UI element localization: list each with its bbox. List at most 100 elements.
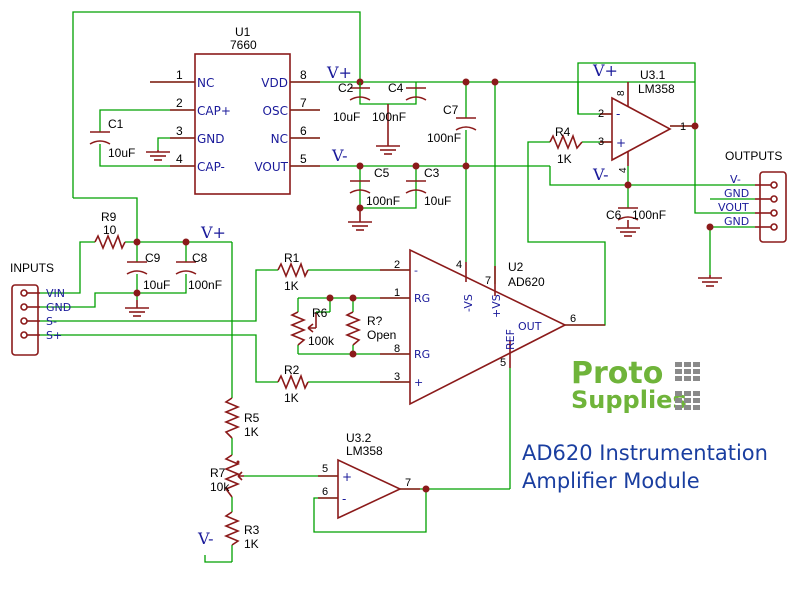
svg-text:Open: Open: [367, 328, 396, 342]
u1-pin5-name: VOUT: [254, 160, 288, 174]
u1-pin3-num: 3: [176, 124, 183, 138]
protosupplies-logo: Proto Supplies: [571, 356, 700, 414]
ground-icon: [698, 275, 722, 287]
svg-text:4: 4: [456, 259, 462, 271]
svg-text:C2: C2: [338, 81, 354, 95]
resistor-r2: R2 1K: [277, 363, 309, 405]
u1-value: 7660: [230, 38, 257, 52]
u1-pin2-name: CAP+: [197, 104, 231, 118]
svg-text:10uF: 10uF: [424, 194, 451, 208]
svg-text:1K: 1K: [284, 279, 299, 293]
ground-icon: [125, 300, 149, 317]
svg-text:10uF: 10uF: [143, 278, 170, 292]
u3-2-ref: U3.2: [346, 431, 372, 445]
svg-text:1: 1: [680, 121, 686, 133]
svg-text:S+: S+: [46, 329, 62, 342]
title-line1: AD620 Instrumentation: [522, 441, 768, 465]
svg-text:+: +: [342, 470, 352, 484]
rail-labels: V+ V+ V+ V- V- V-: [197, 61, 618, 548]
svg-text:100nF: 100nF: [366, 194, 400, 208]
vminus-label-u3: V-: [592, 165, 609, 184]
svg-text:2: 2: [394, 259, 400, 271]
vminus-label-r3: V-: [197, 529, 214, 548]
svg-text:6: 6: [322, 486, 328, 498]
svg-text:3: 3: [394, 371, 400, 383]
svg-text:R6: R6: [312, 306, 328, 320]
u1-pin6-num: 6: [300, 124, 307, 138]
svg-text:100nF: 100nF: [372, 110, 406, 124]
svg-text:4: 4: [618, 167, 629, 173]
svg-text:+: +: [414, 376, 423, 389]
svg-text:-: -: [342, 492, 346, 506]
svg-text:2: 2: [598, 108, 604, 120]
svg-text:+: +: [616, 136, 626, 150]
u1-pin1-name: NC: [197, 76, 214, 90]
u1-pin4-name: CAP-: [197, 160, 225, 174]
svg-text:8: 8: [394, 343, 400, 355]
svg-text:REF: REF: [504, 329, 517, 350]
svg-text:1K: 1K: [244, 537, 259, 551]
junctions: [133, 78, 714, 493]
svg-text:10k: 10k: [210, 480, 230, 494]
svg-text:-VS: -VS: [462, 294, 475, 312]
ground-icon: [376, 104, 400, 155]
svg-text:-: -: [414, 264, 418, 277]
u3-1-opamp: - + 2 3 1 8 4 U3.1 LM358: [598, 68, 695, 173]
u2-value: AD620: [508, 275, 545, 289]
capacitor-c5: C5 100nF: [349, 166, 400, 208]
ground-icon: [616, 220, 640, 237]
svg-text:GND: GND: [46, 301, 71, 314]
capacitor-c1: C1 10uF: [89, 117, 135, 160]
u1-pin8-num: 8: [300, 68, 307, 82]
svg-text:1K: 1K: [284, 391, 299, 405]
resistor-r6: R6 100k: [289, 306, 335, 348]
svg-text:V-: V-: [730, 173, 741, 186]
svg-text:100nF: 100nF: [188, 278, 222, 292]
svg-text:C1: C1: [108, 117, 124, 131]
u1-ref: U1: [235, 25, 251, 39]
inputs-connector: INPUTS VIN GND S- S+: [10, 261, 71, 356]
capacitor-c8: C8 100nF: [175, 251, 222, 292]
logo-line2: Supplies: [571, 386, 687, 414]
u2-amplifier: 2 1 8 3 6 4 7 5 - RG RG + OUT -VS +VS RE…: [380, 248, 605, 406]
u3-2-opamp: + - 5 6 7 U3.2 LM358: [318, 431, 420, 520]
svg-text:S-: S-: [46, 315, 57, 328]
svg-text:VOUT: VOUT: [718, 201, 749, 214]
svg-text:R5: R5: [244, 411, 260, 425]
capacitor-c4: C4 100nF: [372, 81, 427, 124]
svg-text:5: 5: [500, 357, 506, 369]
svg-text:R9: R9: [101, 210, 117, 224]
svg-text:100nF: 100nF: [632, 208, 666, 222]
u1-pin6-name: NC: [271, 132, 288, 146]
u1-pin7-num: 7: [300, 96, 307, 110]
capacitor-c9: C9 10uF: [126, 251, 170, 292]
vplus-label-u1: V+: [326, 63, 352, 82]
svg-text:1: 1: [394, 287, 400, 299]
svg-text:+VS: +VS: [490, 294, 503, 318]
logo-line1: Proto: [571, 356, 663, 391]
svg-text:7: 7: [405, 477, 411, 489]
outputs-connector: OUTPUTS V- GND VOUT GND: [718, 149, 787, 243]
u1-pin1-num: 1: [176, 68, 183, 82]
svg-text:1K: 1K: [244, 425, 259, 439]
svg-text:6: 6: [570, 313, 576, 325]
svg-text:R1: R1: [284, 251, 300, 265]
capacitor-c6: C6 100nF: [606, 207, 666, 222]
ground-symbols: [125, 104, 722, 317]
capacitors: C1 10uF C2 10uF C4 100nF C7 100nF C5 100…: [89, 81, 666, 292]
svg-text:100nF: 100nF: [427, 131, 461, 145]
ground-icon: [146, 150, 170, 161]
svg-text:5: 5: [322, 463, 328, 475]
resistor-r3: R3 1K: [223, 511, 260, 551]
vminus-label-u1: V-: [331, 146, 348, 165]
svg-text:C7: C7: [443, 103, 459, 117]
u2-ref: U2: [508, 260, 524, 274]
svg-text:3: 3: [598, 136, 604, 148]
logo-grid-icon: [675, 362, 700, 410]
svg-text:OUT: OUT: [518, 320, 542, 333]
svg-text:C9: C9: [145, 251, 161, 265]
svg-text:1K: 1K: [557, 152, 572, 166]
title-line2: Amplifier Module: [522, 469, 700, 493]
u1-pin3-name: GND: [197, 132, 225, 146]
svg-text:GND: GND: [724, 187, 749, 200]
